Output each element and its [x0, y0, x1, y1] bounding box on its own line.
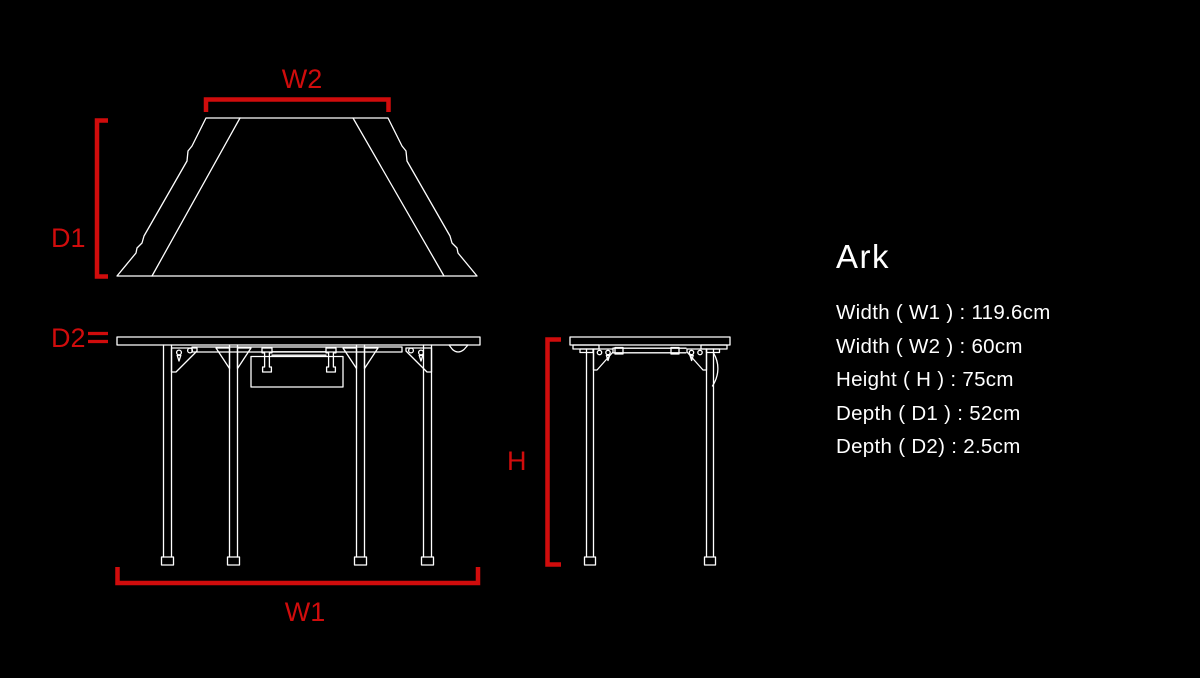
d2-dimension-ticks	[88, 331, 108, 344]
tabletop-plan-right-edge-line	[352, 117, 445, 277]
under-table-box	[250, 355, 344, 388]
side-right-bracket	[686, 348, 708, 371]
spec-line-depth-d2: Depth ( D2) : 2.5cm	[836, 435, 1021, 458]
spec-line-width-w1: Width ( W1 ) : 119.6cm	[836, 301, 1051, 324]
dimension-label-d1: D1	[51, 223, 86, 253]
leg-foot	[703, 556, 717, 566]
leg-foot	[160, 556, 175, 566]
keyhole-slot	[605, 354, 611, 362]
tabletop-plan-outline	[116, 117, 478, 277]
front-left-corner-bracket	[170, 347, 198, 373]
keyhole-slot	[689, 354, 694, 362]
side-rail-clamp-right	[670, 346, 680, 355]
leg-foot	[226, 556, 241, 566]
rod-clamp-right	[325, 347, 337, 373]
front-right-corner-bracket	[405, 347, 433, 373]
side-rail-clamp-left	[614, 346, 624, 355]
w2-dimension-bracket	[203, 97, 391, 112]
side-left-bracket	[592, 348, 614, 371]
front-view-drawing	[116, 336, 481, 566]
keyhole-slot	[176, 354, 182, 362]
front-leg-4	[420, 344, 435, 566]
dimension-label-w2: W2	[282, 64, 323, 94]
side-leg-right	[703, 348, 717, 566]
folding-leg-swing-arc	[711, 352, 719, 387]
spec-list: Width ( W1 ) : 119.6cm Width ( W2 ) : 60…	[836, 296, 1051, 464]
dimension-brackets	[88, 97, 561, 586]
side-leg-left	[583, 348, 597, 566]
side-view-drawing	[569, 336, 731, 566]
rod-clamp-left	[261, 347, 273, 373]
leg-foot	[420, 556, 435, 566]
front-tabletop	[116, 336, 481, 346]
side-tabletop	[569, 336, 731, 346]
dimension-label-d2: D2	[51, 323, 86, 353]
underside-latch	[448, 344, 469, 353]
h-dimension-bracket	[545, 337, 561, 567]
spec-line-height-h: Height ( H ) : 75cm	[836, 368, 1014, 391]
front-leg-1	[160, 344, 175, 566]
spec-line-depth-d1: Depth ( D1 ) : 52cm	[836, 401, 1021, 425]
front-leg-2	[226, 344, 241, 566]
w1-dimension-bracket	[115, 567, 481, 586]
product-title: Ark	[836, 238, 890, 275]
keyhole-slot	[418, 354, 424, 362]
leg-foot	[583, 556, 597, 566]
dimension-label-w1: W1	[285, 597, 326, 627]
leg-foot	[353, 556, 368, 566]
top-view-drawing	[116, 117, 478, 277]
front-inner-leg-braces	[215, 347, 379, 370]
d1-dimension-bracket	[94, 118, 108, 279]
spec-line-width-w2: Width ( W2 ) : 60cm	[836, 334, 1023, 358]
tabletop-plan-left-edge-line	[151, 117, 241, 277]
dimension-label-h: H	[507, 446, 527, 476]
front-leg-3	[353, 344, 368, 566]
